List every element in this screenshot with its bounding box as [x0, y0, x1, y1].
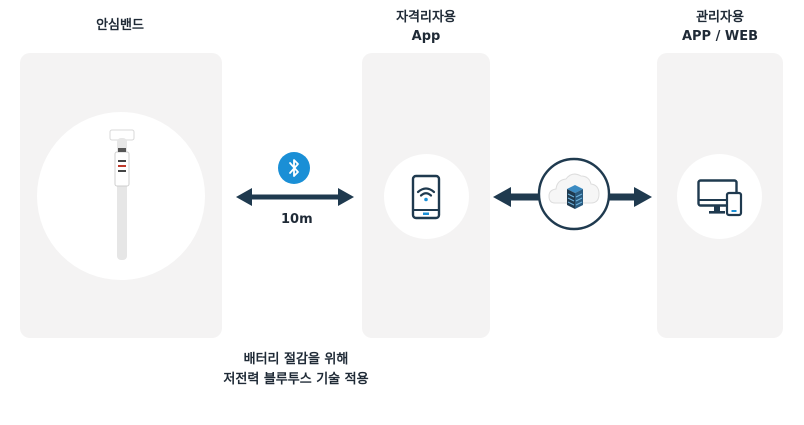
bluetooth-note: 배터리 절감을 위해 저전력 블루투스 기술 적용	[196, 350, 396, 390]
left-arrow-icon	[493, 187, 541, 207]
bluetooth-note-line2: 저전력 블루투스 기술 적용	[223, 372, 369, 387]
admin-title-line1: 관리자용	[696, 10, 744, 25]
worker-app-title-line1: 자격리자용	[396, 10, 456, 25]
band-title: 안심밴드	[96, 18, 144, 33]
worker-app-title-line2: App	[411, 29, 441, 44]
monitor-phone-icon	[697, 179, 743, 217]
double-arrow-icon	[236, 188, 354, 206]
distance-label: 10m	[281, 212, 313, 227]
wristband-icon	[109, 129, 135, 260]
admin-title: 관리자용 APP / WEB	[660, 8, 780, 46]
smartphone-wifi-icon	[411, 174, 441, 220]
cloud-server-icon	[537, 157, 611, 231]
worker-app-circle	[384, 154, 469, 239]
bluetooth-icon	[278, 152, 310, 184]
bluetooth-note-line1: 배터리 절감을 위해	[243, 352, 349, 367]
worker-app-title: 자격리자용 App	[376, 8, 476, 46]
admin-circle	[677, 154, 762, 239]
admin-title-line2: APP / WEB	[681, 29, 759, 44]
right-arrow-icon	[608, 187, 652, 207]
